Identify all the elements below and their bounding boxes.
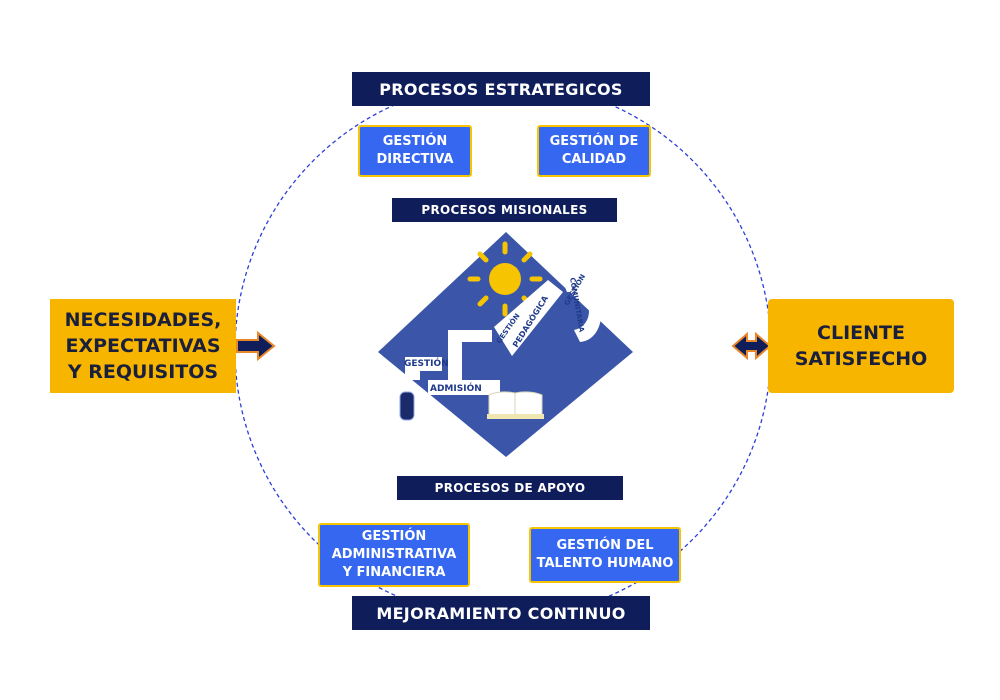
letter-f-shape <box>405 357 442 380</box>
input-line: NECESIDADES, <box>64 309 222 331</box>
letter-c-shape <box>560 274 602 342</box>
box-line: GESTIÓN DEL <box>556 538 654 553</box>
box-line: ADMINISTRATIVA <box>331 547 457 562</box>
box-line: DIRECTIVA <box>376 152 454 167</box>
gestion-talento-box: GESTIÓN DEL TALENTO HUMANO <box>529 527 681 583</box>
gestion-directiva-box: GESTIÓN DIRECTIVA <box>358 125 472 177</box>
book-icon <box>487 391 544 419</box>
misional-diamond: GESTIÓN ADMISIÓN GESTIÓN PEDAGÓGICA GEST… <box>378 232 633 457</box>
output-line: CLIENTE <box>817 322 905 344</box>
mejora-header: MEJORAMIENTO CONTINUO <box>352 596 650 630</box>
strategic-header: PROCESOS ESTRATEGICOS <box>352 72 650 106</box>
output-client-box: CLIENTE SATISFECHO <box>768 299 954 393</box>
letter-t-shape <box>448 330 492 380</box>
box-line: TALENTO HUMANO <box>536 556 674 571</box>
admision-text: ADMISIÓN <box>430 382 482 394</box>
gestion-administrativa-box: GESTIÓN ADMINISTRATIVA Y FINANCIERA <box>318 523 470 587</box>
admision-gestion-text: GESTIÓN <box>404 357 449 369</box>
output-line: SATISFECHO <box>794 348 928 370</box>
apoyo-header: PROCESOS DE APOYO <box>397 476 623 500</box>
input-arrow <box>236 330 276 362</box>
output-arrow <box>731 331 772 361</box>
box-line: GESTIÓN <box>361 529 427 544</box>
input-needs-box: NECESIDADES, EXPECTATIVAS Y REQUISITOS <box>50 299 236 393</box>
input-line: EXPECTATIVAS <box>65 335 221 357</box>
input-line: Y REQUISITOS <box>67 361 219 383</box>
box-line: GESTIÓN <box>382 134 448 149</box>
box-line: CALIDAD <box>561 152 627 167</box>
pedagogica-band <box>494 280 563 356</box>
admision-bar <box>428 380 500 395</box>
pencil-icon <box>399 391 415 421</box>
misionales-header: PROCESOS MISIONALES <box>392 198 617 222</box>
box-line: GESTIÓN DE <box>549 134 639 149</box>
gestion-calidad-box: GESTIÓN DE CALIDAD <box>537 125 651 177</box>
box-line: Y FINANCIERA <box>342 565 446 580</box>
